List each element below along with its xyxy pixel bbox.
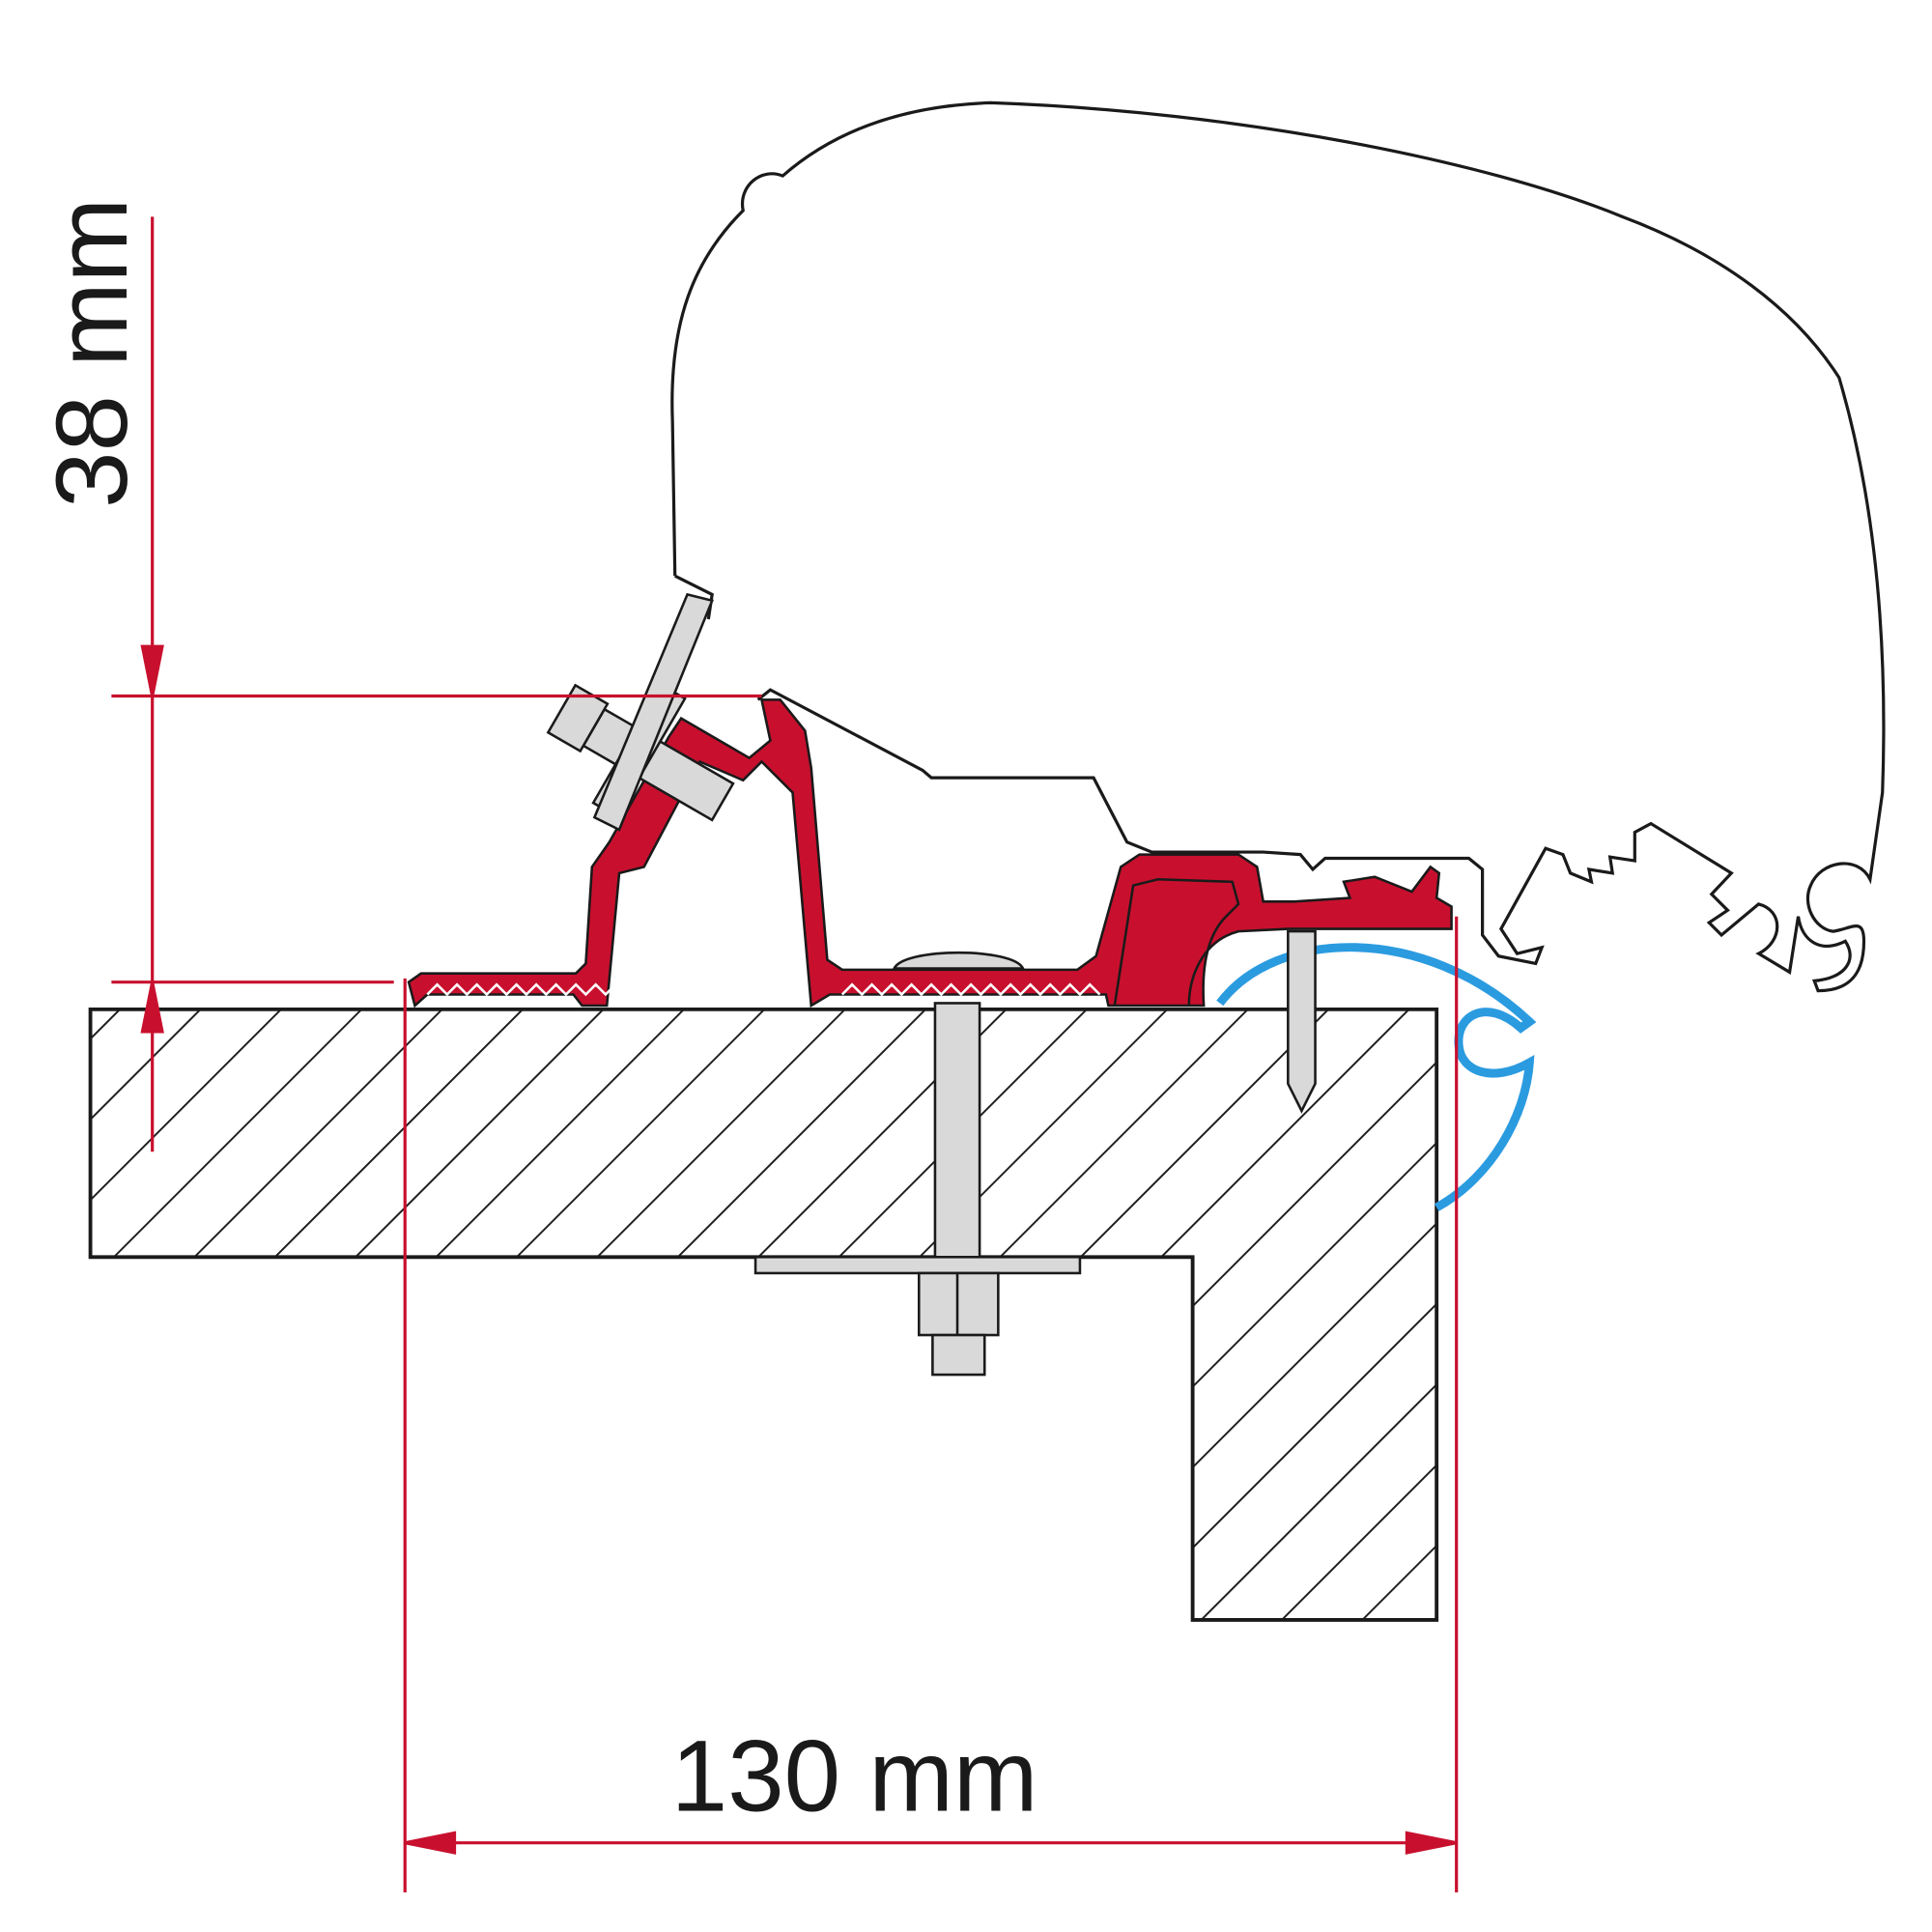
screw — [1287, 929, 1317, 1114]
adapter-teeth-left — [426, 982, 686, 997]
clamp-plate — [592, 592, 714, 832]
height-dimension — [111, 216, 762, 1152]
wall-section — [88, 1007, 1439, 1622]
awning-case-outline — [670, 100, 1886, 993]
fixing-bolt — [753, 952, 1082, 1377]
width-label: 130 mm — [671, 1719, 1038, 1833]
height-label: 38 mm — [36, 198, 149, 508]
width-dimension — [403, 916, 1459, 1892]
awning-case-lower-edge — [674, 574, 714, 620]
seal-profile — [1216, 943, 1537, 1211]
adapter-teeth-right — [840, 982, 1101, 997]
